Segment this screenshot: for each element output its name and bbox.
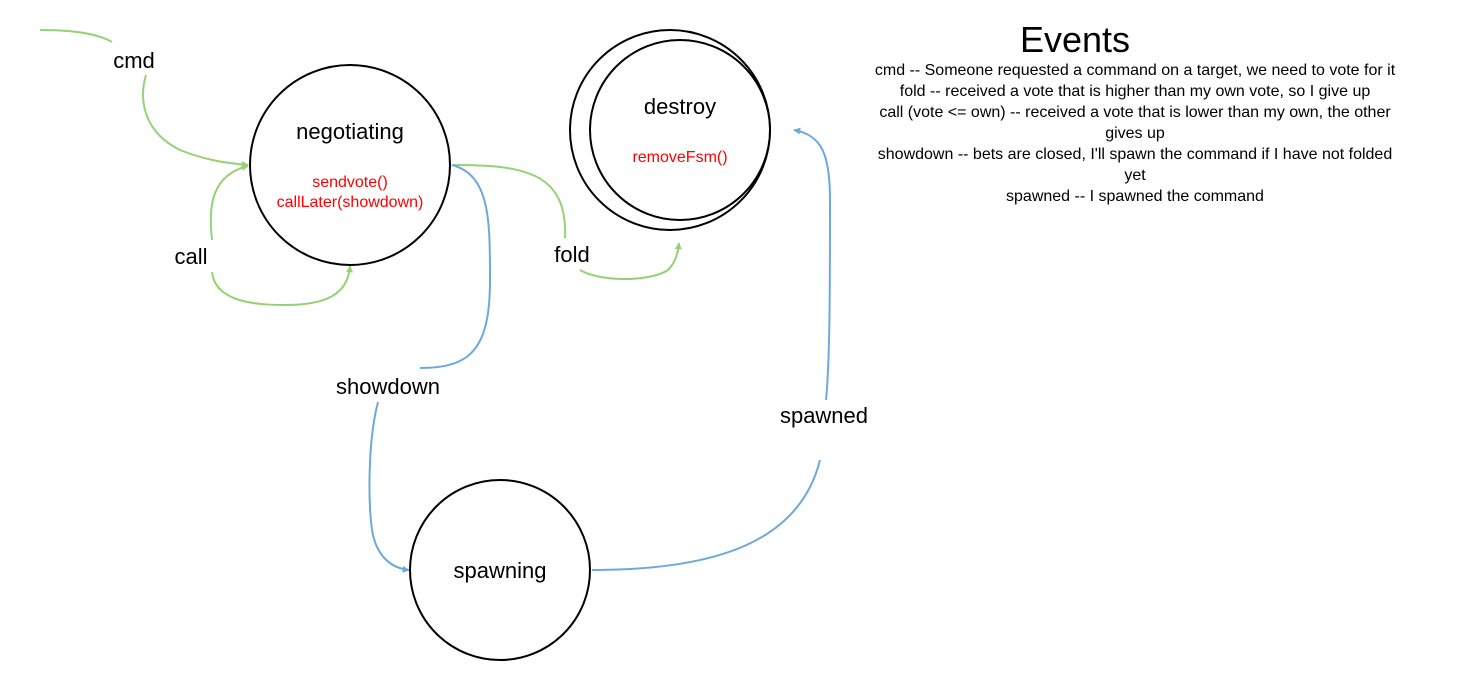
state-negotiating-action: callLater(showdown) (277, 194, 424, 211)
edge-showdown-lower (368, 401, 410, 573)
edge-call-lower (211, 265, 354, 307)
edge-fold-lower (579, 242, 682, 280)
state-destroy: destroy removeFsm() (569, 29, 771, 231)
events-legend: Events cmd -- Someone requested a comman… (830, 20, 1440, 207)
state-destroy-name: destroy (644, 94, 716, 119)
events-line: showdown -- bets are closed, I'll spawn … (877, 146, 1393, 163)
edge-label-cmd: cmd (113, 48, 155, 73)
state-negotiating-name: negotiating (296, 119, 404, 144)
events-line: cmd -- Someone requested a command on a … (874, 62, 1396, 79)
edge-spawned (591, 130, 832, 571)
state-spawning-name: spawning (454, 558, 547, 583)
edge-fold-upper (451, 164, 567, 239)
state-destroy-action: removeFsm() (632, 149, 727, 166)
edge-showdown-upper (419, 164, 492, 369)
edge-label-showdown: showdown (336, 374, 440, 399)
events-line: yet (1124, 167, 1146, 184)
edge-label-call: call (174, 244, 207, 269)
edge-cmd (39, 29, 248, 165)
events-line: spawned -- I spawned the command (1006, 188, 1264, 205)
events-title: Events (1019, 19, 1131, 60)
events-line: fold -- received a vote that is higher t… (899, 83, 1371, 100)
edge-label-spawned: spawned (780, 403, 868, 428)
edge-label-fold: fold (554, 242, 589, 267)
edge-call-upper (209, 164, 249, 241)
events-line: gives up (1105, 125, 1165, 142)
events-line: call (vote <= own) -- received a vote th… (879, 104, 1391, 121)
state-spawning: spawning (409, 479, 591, 661)
state-negotiating-action: sendvote() (312, 174, 388, 191)
state-negotiating: negotiating sendvote() callLater(showdow… (249, 64, 451, 266)
